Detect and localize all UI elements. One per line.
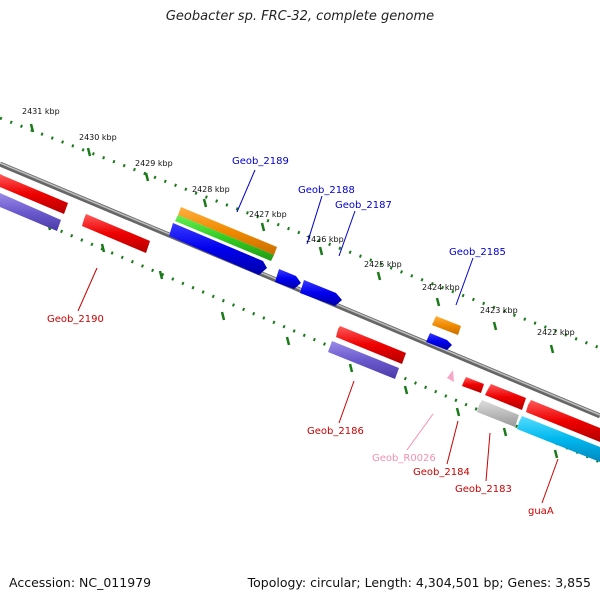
topology-text: Topology: circular; Length: 4,304,501 bp… [247, 575, 591, 590]
gene-arrow-orange [178, 207, 277, 255]
gene-label-guaa: guaA [528, 506, 554, 517]
gene-arrow-blue [426, 333, 452, 350]
leader-line [406, 413, 434, 451]
accession-text: Accession: NC_011979 [9, 575, 152, 590]
kbp-label: 2423 kbp [480, 306, 518, 315]
gene-label-geob-2183: Geob_2183 [455, 484, 512, 495]
leader-line [77, 267, 98, 312]
leader-line [338, 210, 356, 257]
leader-line [306, 195, 323, 245]
kbp-label: 2429 kbp [135, 159, 173, 168]
gene-label-geob-2187: Geob_2187 [335, 200, 392, 211]
kbp-labels: 2431 kbp 2430 kbp 2429 kbp 2428 kbp 2427… [22, 107, 575, 337]
gene-label-geob-2186: Geob_2186 [307, 426, 364, 437]
gene-arrow-red [336, 326, 406, 364]
map-title: Geobacter sp. FRC-32, complete genome [165, 9, 435, 24]
gene-arrow-purple [0, 193, 61, 231]
gene-arrow-orange [432, 316, 461, 335]
kbp-label: 2428 kbp [192, 185, 230, 194]
leader-line [541, 458, 559, 504]
kbp-label: 2431 kbp [22, 107, 60, 116]
leader-lines [77, 169, 559, 504]
gene-arrow-red [0, 174, 68, 214]
gene-label-geob-r0026: Geob_R0026 [372, 453, 436, 464]
gene-arrow-red [526, 400, 600, 442]
genome-backbone [0, 161, 600, 419]
reverse-genes [0, 193, 600, 462]
gene-arrow-gray [477, 400, 519, 427]
leader-line [455, 257, 474, 306]
gene-labels: Geob_2189 Geob_2188 Geob_2187 Geob_2185 … [47, 156, 554, 517]
gene-arrow-green [175, 215, 274, 261]
gene-arrow-red [82, 214, 150, 253]
kbp-label: 2427 kbp [249, 210, 287, 219]
gene-arrow-blue [300, 280, 342, 306]
kbp-label: 2424 kbp [422, 283, 460, 292]
kbp-label: 2425 kbp [364, 260, 402, 269]
kbp-label: 2426 kbp [306, 235, 344, 244]
leader-line [446, 420, 459, 465]
outer-major-ticks [29, 123, 555, 354]
gene-arrow-cyan [517, 416, 600, 462]
gene-arrow-blue [169, 223, 267, 275]
gene-label-geob-2190: Geob_2190 [47, 314, 104, 325]
kbp-label: 2422 kbp [537, 328, 575, 337]
gene-label-geob-2189: Geob_2189 [232, 156, 289, 167]
gene-label-geob-2188: Geob_2188 [298, 185, 355, 196]
kbp-label: 2430 kbp [79, 133, 117, 142]
gene-label-geob-2184: Geob_2184 [413, 467, 470, 478]
leader-line [485, 432, 491, 482]
forward-genes [0, 174, 461, 350]
gene-arrow-red [462, 377, 484, 393]
gene-arrow-purple [328, 341, 399, 379]
gene-label-geob-2185: Geob_2185 [449, 247, 506, 258]
leader-line [236, 169, 256, 213]
gene-arrow-pink [447, 370, 454, 382]
inner-major-ticks [46, 221, 559, 459]
gene-arrow-blue [275, 269, 301, 289]
gene-arrow-red [485, 384, 526, 410]
leader-line [338, 380, 355, 424]
